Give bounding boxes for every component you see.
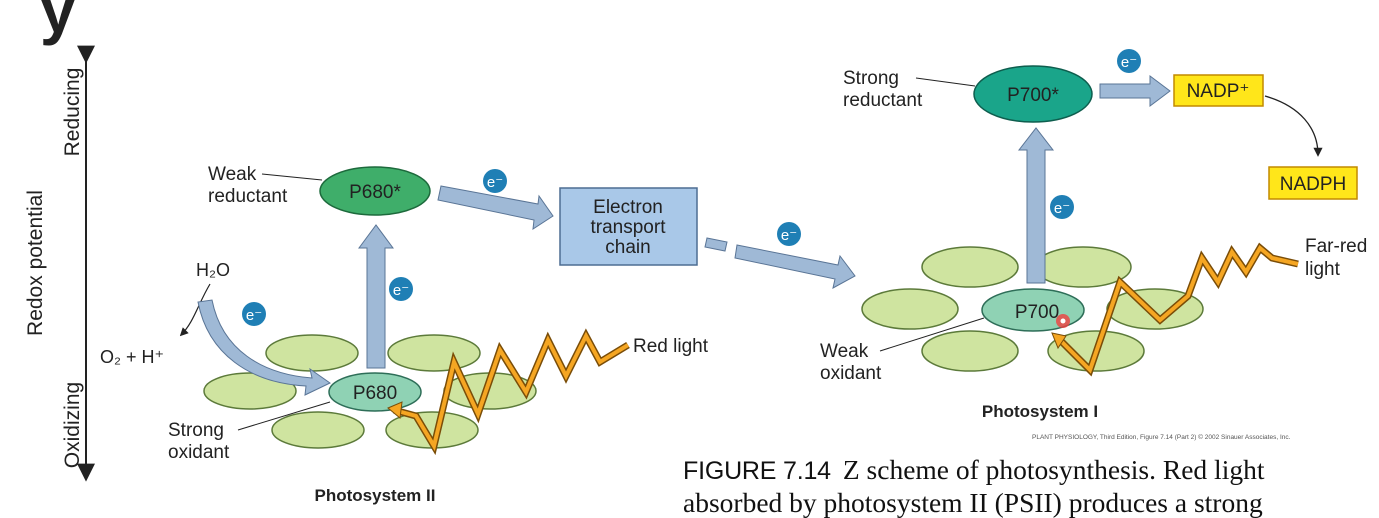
axis-title: Redox potential (24, 190, 47, 336)
etc-to-psi-arrow (734, 244, 856, 289)
strong-reductant-label-1: Strong (843, 68, 899, 89)
etc-label-3: chain (605, 237, 650, 258)
antenna-oval (203, 372, 297, 410)
cursor-indicator-center (1060, 318, 1066, 324)
caption-line-1: FIGURE 7.14 Z scheme of photosynthesis. R… (683, 454, 1373, 487)
redox-axis: Reducing Oxidizing Redox potential (24, 45, 95, 482)
electron-label: e⁻ (393, 282, 409, 299)
far-red-light-label-1: Far-red (1305, 236, 1367, 257)
antenna-oval (265, 334, 359, 372)
nadp-label: NADP⁺ (1187, 81, 1250, 102)
electron-label: e⁻ (246, 307, 262, 324)
p680-label: P680 (353, 383, 397, 404)
etc-label-1: Electron (593, 197, 663, 218)
p700-star-label: P700* (1007, 85, 1059, 106)
red-light-ray (393, 331, 630, 452)
antenna-oval (387, 334, 481, 372)
figure-caption: FIGURE 7.14 Z scheme of photosynthesis. R… (683, 454, 1373, 518)
weak-oxidant-label-2: oxidant (820, 363, 882, 384)
antenna-oval (1034, 246, 1132, 288)
weak-oxidant-leader (879, 317, 985, 352)
electron-label: e⁻ (1121, 54, 1137, 71)
weak-reductant-label-2: reductant (208, 186, 288, 207)
p680-star-label: P680* (349, 182, 401, 203)
source-credit: PLANT PHYSIOLOGY, Third Edition, Figure … (1032, 434, 1291, 441)
strong-oxidant-label-2: oxidant (168, 442, 230, 463)
weak-oxidant-label-1: Weak (820, 341, 869, 362)
antenna-oval (921, 246, 1019, 288)
psi-to-nadp-arrow (1099, 75, 1171, 107)
electron-icon (389, 277, 413, 301)
p700-star-center (973, 65, 1093, 123)
etc-label-2: transport (591, 217, 667, 238)
psii-excitation-arrow (358, 224, 394, 369)
antenna-oval (271, 411, 365, 449)
water-electron-arrow (197, 299, 331, 396)
red-light-arrowhead (387, 401, 403, 419)
figure-number: FIGURE 7.14 (683, 457, 831, 485)
nadp-box (1173, 74, 1264, 107)
electron-transport-chain: Electron transport chain (559, 187, 698, 266)
electron-icon (483, 169, 507, 193)
weak-reductant-label-1: Weak (208, 164, 257, 185)
nadph-box (1268, 166, 1358, 200)
psi-excitation-arrow (1017, 127, 1055, 284)
p700-label: P700 (1015, 302, 1059, 323)
p680-star-center (319, 166, 431, 216)
electron-label: e⁻ (487, 174, 503, 191)
etc-box (559, 187, 698, 266)
strong-reductant-leader (915, 77, 976, 87)
axis-oxidizing-label: Oxidizing (61, 382, 84, 468)
antenna-oval (861, 288, 959, 330)
electron-icon (1117, 49, 1141, 73)
weak-reductant-leader (261, 173, 323, 181)
far-red-light-arrowhead (1051, 332, 1067, 350)
electron-icon (777, 222, 801, 246)
red-light-label: Red light (633, 336, 709, 357)
electron-label: e⁻ (1054, 200, 1070, 217)
nadp-reduction-arrow (1264, 95, 1323, 157)
electron-icon (242, 302, 266, 326)
far-red-light-ray (1056, 244, 1299, 374)
caption-text-2: absorbed by photosystem II (PSII) produc… (683, 487, 1263, 518)
photosystem-i-title: Photosystem I (982, 402, 1098, 421)
strong-oxidant-leader (237, 401, 331, 431)
strong-oxidant-label-1: Strong (168, 420, 224, 441)
psii-to-etc-arrow (437, 185, 554, 230)
photosystem-i: P700 e⁻ P700* Strong reductant Weak oxid… (820, 65, 1367, 421)
oxygen-products-label: O₂ + H⁺ (100, 347, 164, 367)
p680-center (328, 372, 422, 412)
water-split-arrow (179, 283, 211, 337)
caption-text-1: Z scheme of photosynthesis. Red light (842, 454, 1265, 485)
far-red-light-label-2: light (1305, 259, 1341, 280)
photosystem-ii-title: Photosystem II (315, 486, 436, 505)
electron-label: e⁻ (781, 227, 797, 244)
etc-arrow-segment (704, 237, 728, 252)
photosystem-ii: P680 e⁻ P680* Weak reductant H₂O O₂ + H⁺… (100, 164, 709, 505)
water-label: H₂O (196, 260, 230, 280)
title-fragment: y (40, 0, 76, 46)
nadph-label: NADPH (1280, 174, 1347, 195)
electron-icon (1050, 195, 1074, 219)
strong-reductant-label-2: reductant (843, 90, 923, 111)
antenna-oval (921, 330, 1019, 372)
axis-reducing-label: Reducing (61, 68, 84, 157)
antenna-oval (1106, 288, 1204, 330)
